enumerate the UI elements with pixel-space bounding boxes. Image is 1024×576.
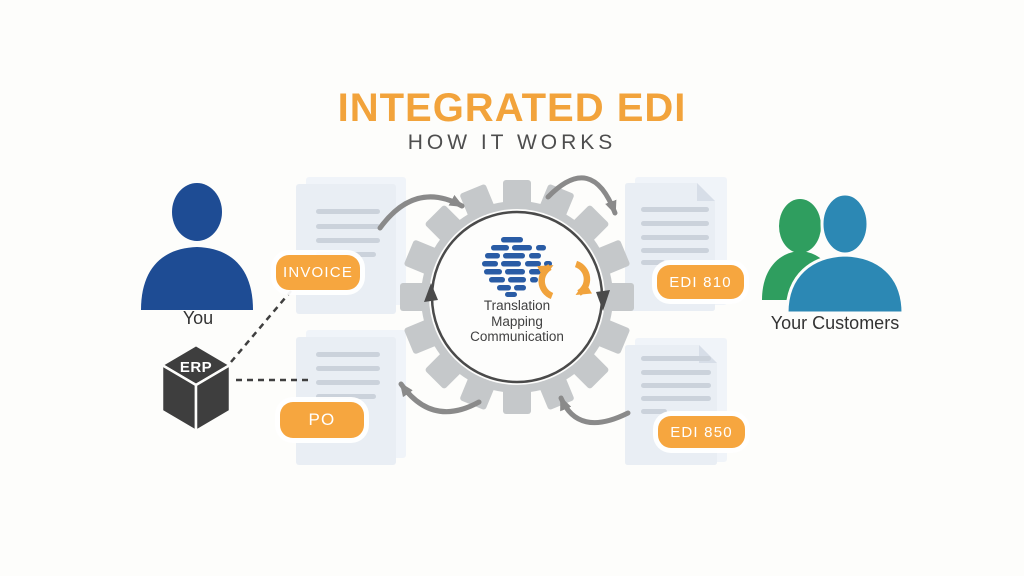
customers-label: Your Customers	[770, 313, 900, 333]
gear-caption-line2: Mapping	[491, 313, 543, 329]
arrow-edi850-to-gear	[558, 395, 631, 426]
edi810-badge: EDI 810	[657, 265, 744, 299]
gear-caption-line1: Translation	[483, 298, 551, 313]
ring-arrowhead-down-icon	[596, 290, 610, 311]
page-subtitle: HOW IT WORKS	[407, 131, 617, 154]
customers-people-icon	[762, 192, 905, 315]
ring-arrowhead-up-icon	[424, 283, 438, 302]
invoice-document-icon	[296, 177, 406, 314]
page-title: INTEGRATED EDI	[337, 86, 687, 130]
globe-logo-icon	[482, 237, 552, 297]
erp-cube-icon	[160, 343, 232, 433]
you-person-icon	[141, 183, 253, 310]
arrow-gear-to-po	[398, 381, 482, 415]
erp-cube-label: ERP	[180, 359, 212, 376]
po-badge: PO	[280, 402, 364, 438]
po-document-icon	[296, 330, 406, 465]
edi850-badge: EDI 850	[658, 416, 745, 448]
erp-to-invoice-dashed-line	[230, 290, 292, 363]
refresh-arrows-icon	[536, 260, 593, 300]
arrow-invoice-to-gear	[377, 194, 465, 231]
gear-caption: Translation Mapping Communication	[432, 298, 602, 345]
gear-caption-line3: Communication	[470, 329, 564, 344]
you-label: You	[182, 308, 214, 328]
arrow-gear-to-edi810	[545, 175, 618, 216]
gear-icon	[400, 180, 634, 414]
invoice-badge: INVOICE	[276, 255, 360, 290]
